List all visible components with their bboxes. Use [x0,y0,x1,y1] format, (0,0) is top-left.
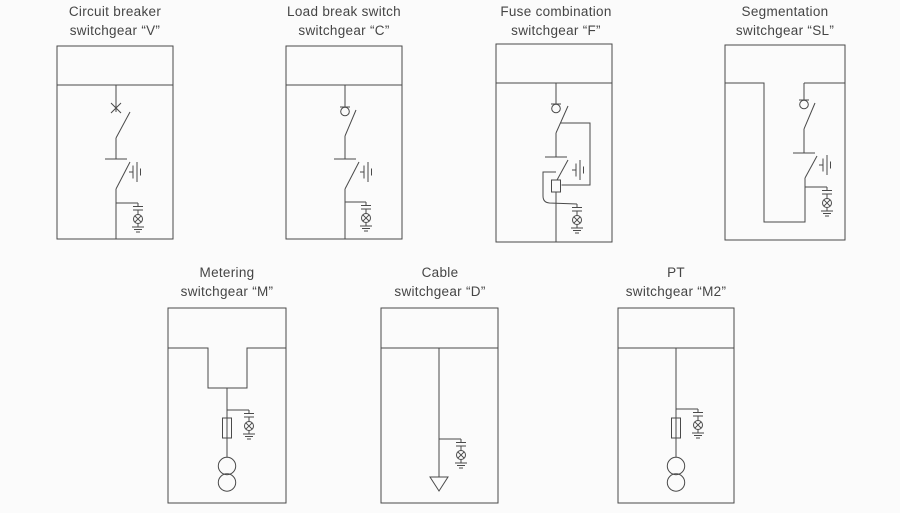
diagram-title: Fuse combination switchgear “F” [441,2,671,40]
earthing-switch-blade [344,161,360,190]
voltage-indicator-icon [691,408,705,439]
cable-switchgear-diagram [380,307,499,504]
switch-blade [555,105,569,134]
title-line-2: switchgear “M” [180,284,274,299]
cabinet-outline [724,44,846,241]
pt-winding-icon [217,473,237,492]
load-break-switch-icon [340,106,350,117]
cabinet-outline [56,45,174,240]
switch-blade [344,109,357,137]
circuit-breaker-switchgear-diagram [56,45,174,240]
title-line-1: Load break switch [287,4,401,19]
pt-winding-icon [666,456,686,476]
title-line-1: Metering [199,265,255,280]
bus-tie-link-line [725,82,806,223]
voltage-indicator-icon [454,438,468,469]
segmentation-switchgear-diagram [724,44,846,241]
fuse-icon [671,417,681,439]
earthing-switch-blade [556,159,569,181]
load-break-switch-switchgear-diagram [285,45,403,240]
earthing-switch-icon [818,154,831,176]
cabinet-outline [617,307,735,504]
voltage-indicator-icon [820,186,834,217]
cabinet-outline [285,45,403,240]
earthing-switch-icon [128,161,141,183]
cable-termination-icon [429,476,449,492]
title-line-2: switchgear “SL” [735,23,835,38]
title-line-2: switchgear “F” [511,23,601,38]
diagram-title: Cable switchgear “D” [325,263,555,301]
title-line-1: Cable [421,265,459,280]
busbar-notch-line [168,347,286,389]
title-line-2: switchgear “D” [394,284,486,299]
earthing-switch-icon [571,159,584,181]
lower-earthing-switch-line [542,171,578,205]
cabinet-outline [380,307,499,504]
title-line-1: Circuit breaker [68,4,162,19]
diagram-title: Load break switch switchgear “C” [229,2,459,40]
bypass-line [560,122,591,186]
circuit-breaker-icon [110,102,122,114]
title-line-1: PT [667,265,685,280]
fuse-icon [222,417,232,439]
metering-switchgear-diagram [167,307,287,504]
earthing-switch-icon [359,161,372,183]
earthing-switch-blade [115,161,131,190]
fuse-icon [551,179,561,193]
voltage-indicator-icon [359,201,373,232]
title-line-1: Segmentation [741,4,829,19]
diagram-title: Circuit breaker switchgear “V” [0,2,230,40]
voltage-indicator-icon [570,203,584,234]
earthing-switch-blade [804,155,818,179]
fuse-combination-switchgear-diagram [495,43,613,243]
cabinet-outline [495,43,613,243]
diagram-title: Metering switchgear “M” [112,263,342,301]
title-line-1: Fuse combination [500,4,612,19]
pt-switchgear-diagram [617,307,735,504]
switch-blade [115,111,131,139]
title-line-2: switchgear “V” [69,23,161,38]
load-break-switch-icon [799,99,809,110]
cabinet-outline [167,307,287,504]
pt-winding-icon [217,456,237,476]
title-line-2: switchgear “C” [298,23,390,38]
voltage-indicator-icon [131,202,145,233]
diagram-title: Segmentation switchgear “SL” [670,2,900,40]
voltage-indicator-icon [242,409,256,440]
pt-winding-icon [666,473,686,492]
load-break-switch-icon [551,103,561,114]
diagram-title: PT switchgear “M2” [561,263,791,301]
title-line-2: switchgear “M2” [625,284,727,299]
switch-blade [803,102,816,130]
